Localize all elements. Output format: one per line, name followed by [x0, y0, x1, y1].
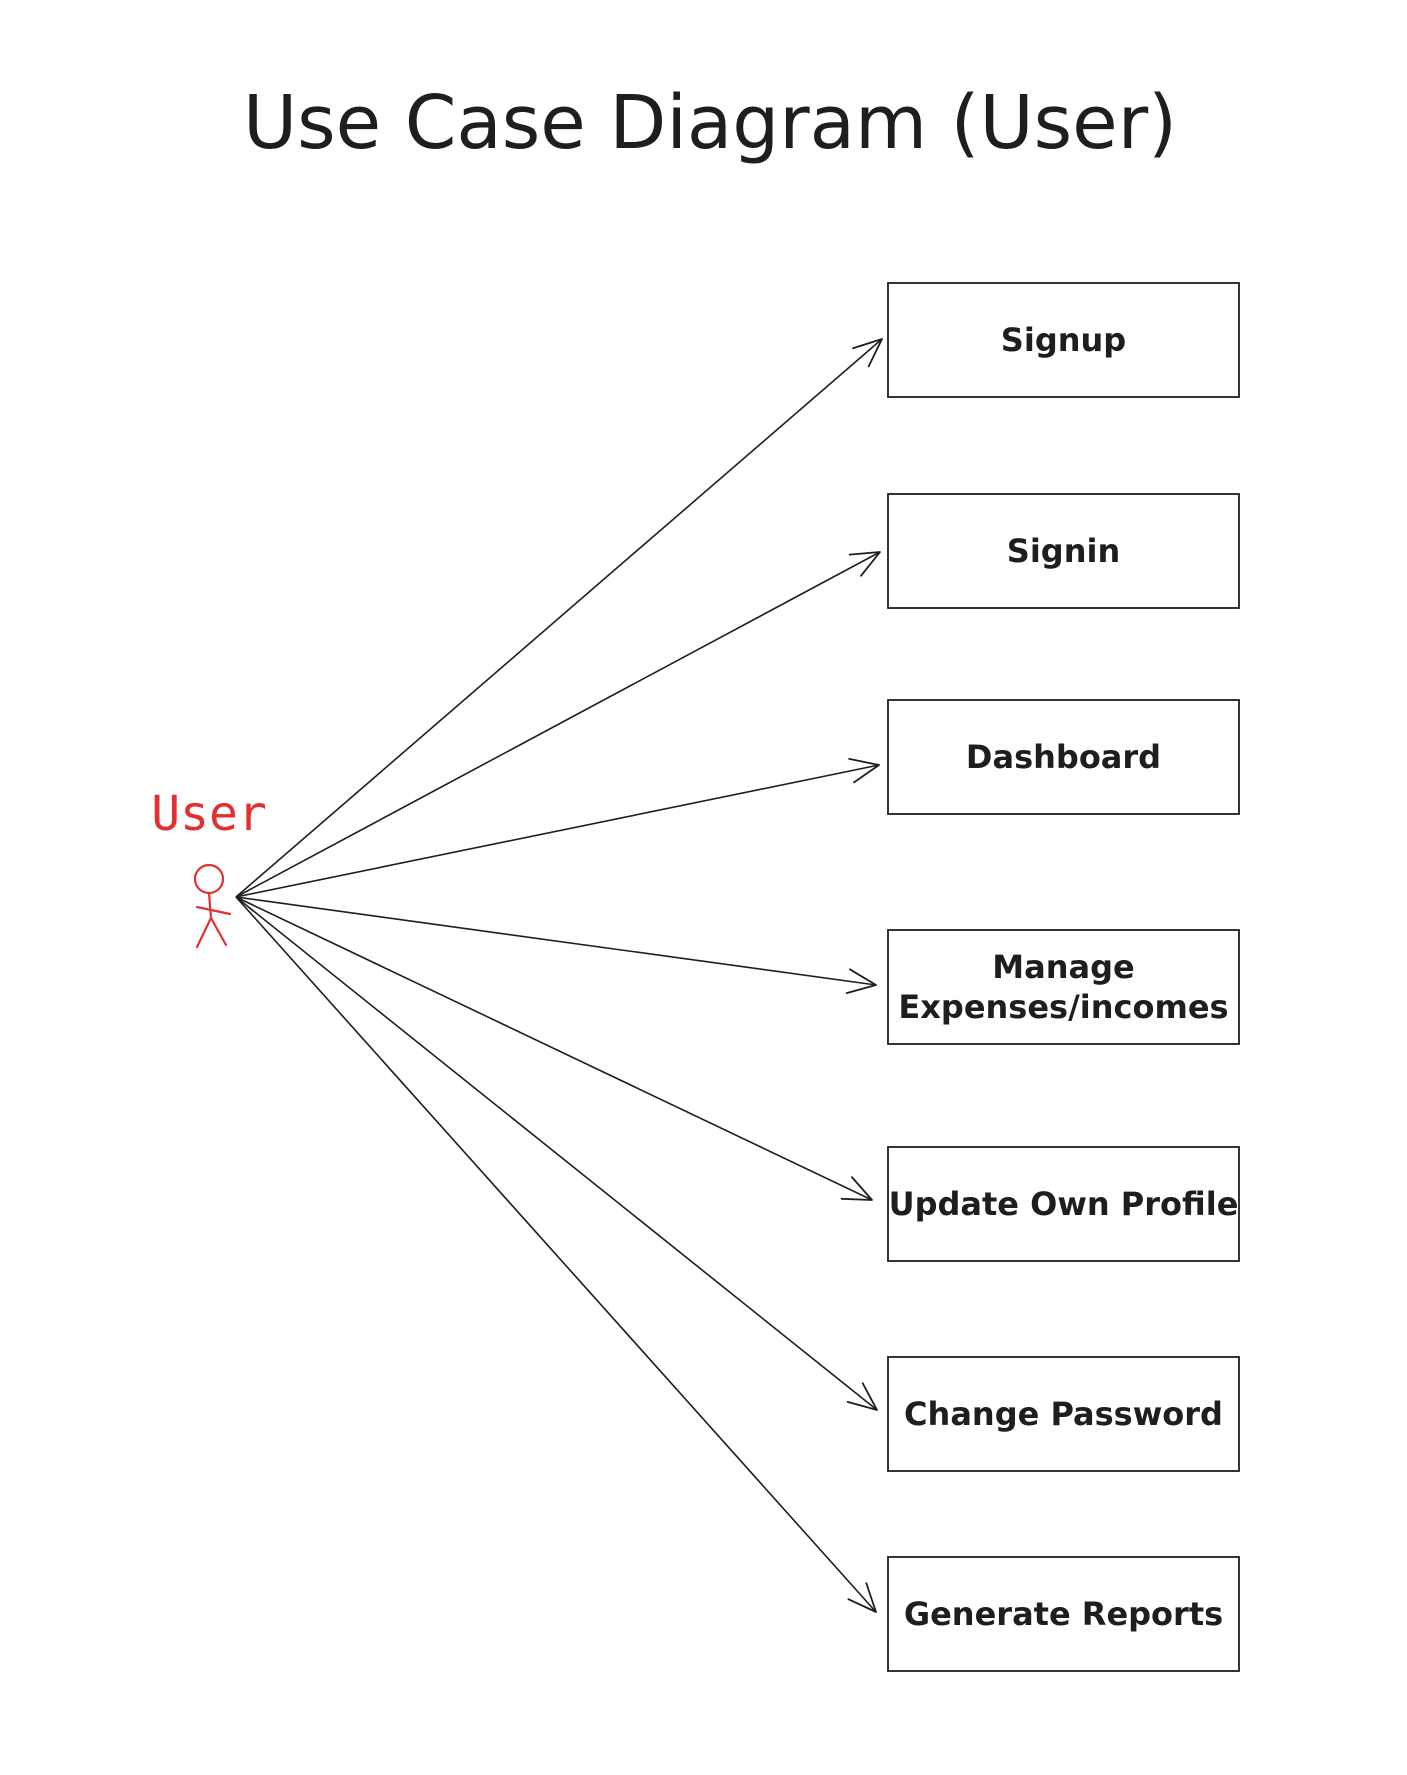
- use-case-label: Expenses/incomes: [898, 988, 1228, 1026]
- use-case-box: [887, 282, 1240, 398]
- use-case-signup[interactable]: Signup: [887, 282, 1240, 398]
- use-case-box: [887, 1146, 1240, 1262]
- use-cases: SignupSigninDashboardManageExpenses/inco…: [887, 282, 1240, 1672]
- diagram-title: Use Case Diagram (User): [243, 80, 1177, 166]
- use-case-label: Signup: [1001, 321, 1126, 359]
- actor-user: User: [151, 786, 267, 949]
- association-arrow-change-password: [235, 896, 878, 1411]
- use-case-signin[interactable]: Signin: [887, 493, 1240, 609]
- use-case-label: Update Own Profile: [889, 1185, 1239, 1223]
- association-arrow-signin: [235, 551, 881, 898]
- association-arrow-generate-reports: [235, 896, 877, 1613]
- use-case-update-own-profile[interactable]: Update Own Profile: [887, 1146, 1240, 1262]
- use-case-change-password[interactable]: Change Password: [887, 1356, 1240, 1472]
- association-arrow-dashboard: [235, 757, 880, 898]
- use-case-box: [887, 1356, 1240, 1472]
- use-case-box: [887, 1556, 1240, 1672]
- use-case-label: Change Password: [904, 1395, 1223, 1433]
- use-case-label: Signin: [1007, 532, 1120, 570]
- use-case-box: [887, 493, 1240, 609]
- stick-figure-icon: [193, 863, 232, 949]
- use-case-dashboard[interactable]: Dashboard: [887, 699, 1240, 815]
- use-case-label: Manage: [992, 948, 1134, 986]
- association-arrow-signup: [235, 338, 883, 898]
- use-case-box: [887, 929, 1240, 1045]
- use-case-generate-reports[interactable]: Generate Reports: [887, 1556, 1240, 1672]
- association-arrows: [235, 338, 883, 1613]
- association-arrow-update-own-profile: [235, 896, 873, 1201]
- use-case-label: Dashboard: [966, 738, 1161, 776]
- actor-label: User: [151, 786, 267, 842]
- use-case-label: Generate Reports: [904, 1595, 1223, 1633]
- use-case-box: [887, 699, 1240, 815]
- association-arrow-manage-expenses-incomes: [235, 896, 877, 994]
